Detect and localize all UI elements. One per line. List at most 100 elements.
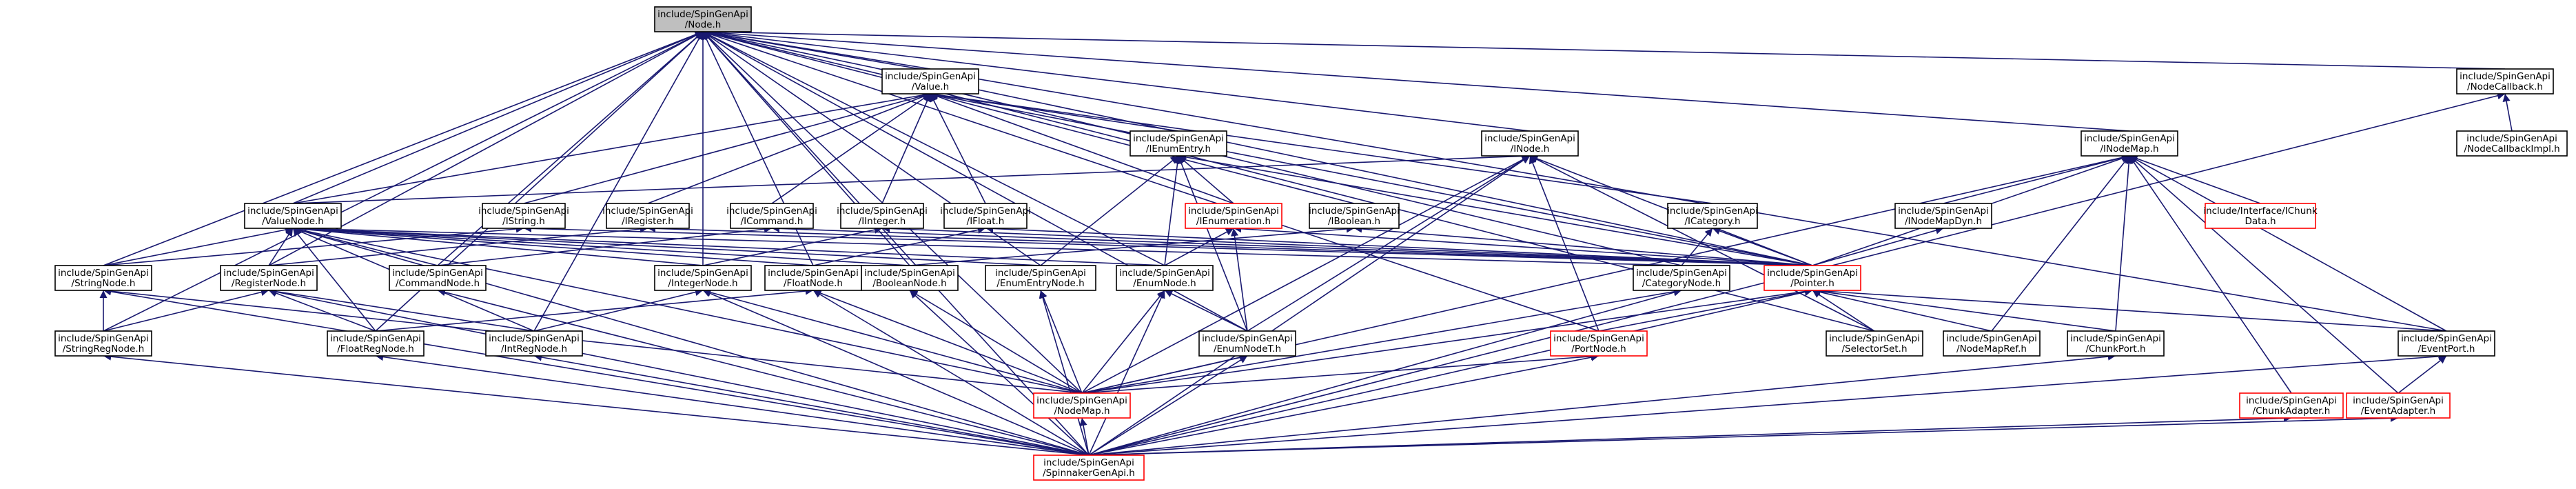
node-iregister-h[interactable]: include/SpinGenApi/IRegister.h (602, 203, 693, 229)
node-label-line-1: include/SpinGenApi (2353, 395, 2444, 406)
node-label-line-1: include/SpinGenApi (726, 206, 817, 217)
edge-intregnode_h-to-registernode_h (268, 288, 535, 332)
node-iboolean-h[interactable]: include/SpinGenApi/IBoolean.h (1309, 203, 1400, 229)
node-label-line-2: /FloatNode.h (784, 278, 843, 289)
edge-iinteger_h-to-value_h (881, 93, 931, 204)
node-label-line-1: include/SpinGenApi (940, 206, 1031, 217)
node-box (389, 265, 487, 291)
node-istring-h[interactable]: include/SpinGenApi/IString.h (478, 203, 569, 229)
node-label-line-1: include/SpinGenApi (1484, 133, 1575, 144)
edge-nodemap_h-to-enumnode_h (1081, 290, 1165, 394)
node-box (220, 265, 318, 291)
node-box (1667, 203, 1758, 229)
edge-nodemap_h-to-stringnode_h (103, 287, 1083, 394)
edge-spinnakergenapi_h-to-enumnodet_h (1088, 355, 1248, 456)
node-label-line-2: /Value.h (912, 81, 949, 92)
node-label-line-1: include/SpinGenApi (2466, 133, 2557, 144)
node-enumnodet-h[interactable]: include/SpinGenApi/EnumNodeT.h (1198, 330, 1296, 357)
node-label-line-1: include/SpinGenApi (657, 268, 748, 279)
node-selectorset-h[interactable]: include/SpinGenApi/SelectorSet.h (1826, 330, 1923, 357)
edge-spinnakergenapi_h-to-registernode_h (268, 288, 1090, 456)
edge-nodemap_h-to-valuenode_h (292, 226, 1083, 394)
node-label-line-1: include/SpinGenApi (1188, 206, 1279, 217)
edge-nodemap_h-to-pointer_h (1081, 288, 1813, 394)
node-categorynode-h[interactable]: include/SpinGenApi/CategoryNode.h (1633, 265, 1730, 291)
node-icategory-h[interactable]: include/SpinGenApi/ICategory.h (1667, 203, 1758, 229)
node-label-line-1: include/SpinGenApi (1767, 268, 1858, 279)
node-label-line-2: /EnumNode.h (1133, 278, 1196, 289)
node-intregnode-h[interactable]: include/SpinGenApi/IntRegNode.h (485, 330, 583, 357)
node-label-line-2: Data.h (2245, 216, 2276, 227)
node-label-line-2: /IntegerNode.h (668, 278, 737, 289)
node-label-line-1: include/SpinGenApi (58, 333, 149, 344)
node-ienumeration-h[interactable]: include/SpinGenApi/IEnumeration.h (1185, 203, 1282, 229)
edge-spinnakergenapi_h-to-portnode_h (1088, 353, 1599, 456)
node-inodecallback-h[interactable]: include/SpinGenApi/NodeCallback.h (2456, 68, 2554, 94)
node-stringregnode-h[interactable]: include/SpinGenApi/StringRegNode.h (54, 330, 152, 357)
node-nodemap-h[interactable]: include/SpinGenApi/NodeMap.h (1033, 392, 1131, 419)
edge-pointer_h-to-icategory_h (1712, 227, 1813, 266)
node-box (1309, 203, 1400, 229)
node-registernode-h[interactable]: include/SpinGenApi/RegisterNode.h (220, 265, 318, 291)
edge-spinnakergenapi_h-to-eventport_h (1088, 352, 2447, 456)
node-eventport-h[interactable]: include/SpinGenApi/EventPort.h (2398, 330, 2495, 357)
node-chunkport-h[interactable]: include/SpinGenApi/ChunkPort.h (2067, 330, 2165, 357)
edge-ifloat_h-to-value_h (930, 93, 986, 204)
node-inodemap-h[interactable]: include/SpinGenApi/INodeMap.h (2081, 130, 2178, 157)
node-enumentrynode-h[interactable]: include/SpinGenApi/EnumEntryNode.h (985, 265, 1096, 291)
node-box (2205, 203, 2316, 229)
edge-selectorset_h-to-pointer_h (1812, 290, 1875, 332)
node-icommand-h[interactable]: include/SpinGenApi/ICommand.h (726, 203, 817, 229)
node-label-line-2: /EnumEntryNode.h (996, 278, 1084, 289)
edge-integernode_h-to-valuenode_h (292, 225, 704, 266)
node-label-line-1: include/SpinGenApi (1133, 133, 1224, 144)
edge-pointer_h-to-ienumentry_h (1178, 153, 1813, 266)
edge-inodemap_h-to-node_h (702, 28, 2130, 132)
node-inodemapdyn-h[interactable]: include/SpinGenApi/INodeMapDyn.h (1894, 203, 1992, 229)
edge-iregister_h-to-value_h (647, 92, 931, 204)
node-ienumentry-h[interactable]: include/SpinGenApi/IEnumEntry.h (1129, 130, 1227, 157)
node-portnode-h[interactable]: include/SpinGenApi/PortNode.h (1550, 330, 1648, 357)
edge-nodemap_h-to-categorynode_h (1081, 288, 1682, 394)
node-value-h[interactable]: include/SpinGenApi/Value.h (881, 68, 979, 94)
node-label-line-2: /NodeCallback.h (2467, 81, 2543, 92)
node-eventadapter-h[interactable]: include/SpinGenApi/EventAdapter.h (2346, 392, 2451, 419)
node-valuenode-h[interactable]: include/SpinGenApi/ValueNode.h (244, 203, 342, 229)
node-floatnode-h[interactable]: include/SpinGenApi/FloatNode.h (764, 265, 862, 291)
edge-enumentrynode_h-to-valuenode_h (292, 224, 1041, 266)
node-label-line-1: include/SpinGenApi (768, 268, 859, 279)
node-commandnode-h[interactable]: include/SpinGenApi/CommandNode.h (389, 265, 487, 291)
node-label-line-2: /IRegister.h (622, 216, 674, 227)
node-floatregnode-h[interactable]: include/SpinGenApi/FloatRegNode.h (327, 330, 425, 357)
node-stringnode-h[interactable]: include/SpinGenApi/StringNode.h (54, 265, 152, 291)
edge-pointer_h-to-iinteger_h (881, 224, 1813, 266)
edge-nodemap_h-to-enumentrynode_h (1039, 290, 1083, 394)
node-box (840, 203, 924, 229)
edge-spinnakergenapi_h-to-commandnode_h (437, 288, 1090, 456)
node-pointer-h[interactable]: include/SpinGenApi/Pointer.h (1764, 265, 1861, 291)
node-label-line-2: /IString.h (502, 216, 545, 227)
edge-icategory_h-to-value_h (930, 91, 1713, 204)
node-chunkadapter-h[interactable]: include/SpinGenApi/ChunkAdapter.h (2239, 392, 2344, 419)
edge-categorynode_h-to-valuenode_h (292, 224, 1682, 266)
node-box (1826, 330, 1923, 357)
edge-enumnode_h-to-node_h (702, 31, 1165, 266)
node-label-line-2: /IEnumeration.h (1196, 216, 1271, 227)
node-inodecallbackimpl-h[interactable]: include/SpinGenApi/NodeCallbackImpl.h (2456, 130, 2568, 157)
node-ifloat-h[interactable]: include/SpinGenApi/IFloat.h (940, 203, 1031, 229)
node-iinteger-h[interactable]: include/SpinGenApi/IInteger.h (837, 203, 928, 229)
edge-selectorset_h-to-inode_h (1529, 155, 1875, 332)
node-nodemapref-h[interactable]: include/SpinGenApi/NodeMapRef.h (1943, 330, 2041, 357)
node-enumnode-h[interactable]: include/SpinGenApi/EnumNode.h (1116, 265, 1214, 291)
node-label-line-1: include/SpinGenApi (995, 268, 1086, 279)
edge-floatregnode_h-to-floatnode_h (375, 287, 814, 332)
node-spinnakergenapi-h[interactable]: include/SpinGenApi/SpinnakerGenApi.h (1033, 455, 1145, 481)
node-label-line-1: include/SpinGenApi (1202, 333, 1293, 344)
node-inode-h[interactable]: include/SpinGenApi/INode.h (1481, 130, 1579, 157)
node-booleannode-h[interactable]: include/SpinGenApi/BooleanNode.h (861, 265, 959, 291)
node-label-line-1: include/SpinGenApi (1309, 206, 1400, 217)
node-integernode-h[interactable]: include/SpinGenApi/IntegerNode.h (654, 265, 752, 291)
node-label-line-2: /ICategory.h (1684, 216, 1740, 227)
node-box (1481, 130, 1579, 157)
